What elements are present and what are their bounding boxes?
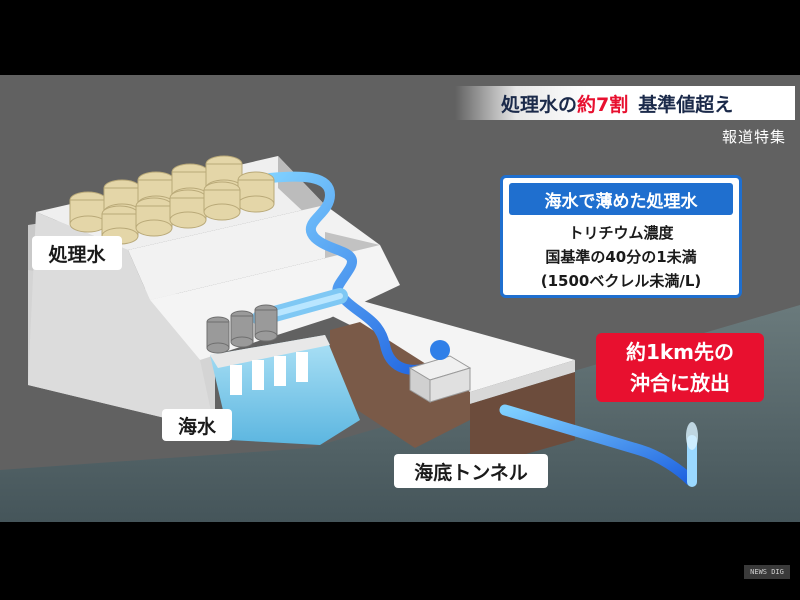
pump-unit <box>408 340 472 403</box>
callout-line-1: 約1km先の <box>625 339 735 364</box>
building-tier-2 <box>128 205 380 300</box>
pipe-from-tanks <box>265 171 445 375</box>
info-box-title: 海水で薄めた処理水 <box>509 183 733 215</box>
dilution-tanks <box>206 304 278 354</box>
info-line-1: トリチウム濃度 <box>568 224 674 242</box>
info-line-2: 国基準の40分の1未満 <box>545 248 697 266</box>
intake-gate-3 <box>274 356 286 386</box>
sea-surface <box>0 305 800 522</box>
label-seawater: 海水 <box>162 409 232 441</box>
broadcaster-logo: NEWS DIG <box>744 565 790 579</box>
discharge-callout: 約1km先の 沖合に放出 <box>596 333 764 402</box>
intake-gate-2 <box>252 360 264 390</box>
headline-highlight: 約7割 <box>577 93 629 116</box>
discharge-plume <box>686 422 698 450</box>
label-undersea-tunnel: 海底トンネル <box>394 454 548 488</box>
intake-pool <box>210 335 360 445</box>
undersea-tunnel-pipe <box>499 404 696 486</box>
intake-gate-1 <box>230 365 242 395</box>
label-treated-water: 処理水 <box>32 236 122 270</box>
program-label: 報道特集 <box>721 128 786 146</box>
trench-wall <box>470 372 575 470</box>
headline-part1: 処理水の <box>501 93 578 116</box>
platform-front <box>470 360 575 404</box>
info-line-3: (1500ベクレル未満/L) <box>540 272 702 290</box>
headline-part2: 基準値超え <box>638 93 734 116</box>
headline-banner: 処理水の 約7割 基準値超え <box>455 86 795 120</box>
intake-wall <box>210 335 330 368</box>
trench <box>330 322 470 448</box>
callout-line-2: 沖合に放出 <box>630 370 730 395</box>
storage-tanks <box>69 155 275 245</box>
intake-gate-4 <box>296 352 308 382</box>
info-box: 海水で薄めた処理水 トリチウム濃度 国基準の40分の1未満 (1500ベクレル未… <box>500 175 742 298</box>
